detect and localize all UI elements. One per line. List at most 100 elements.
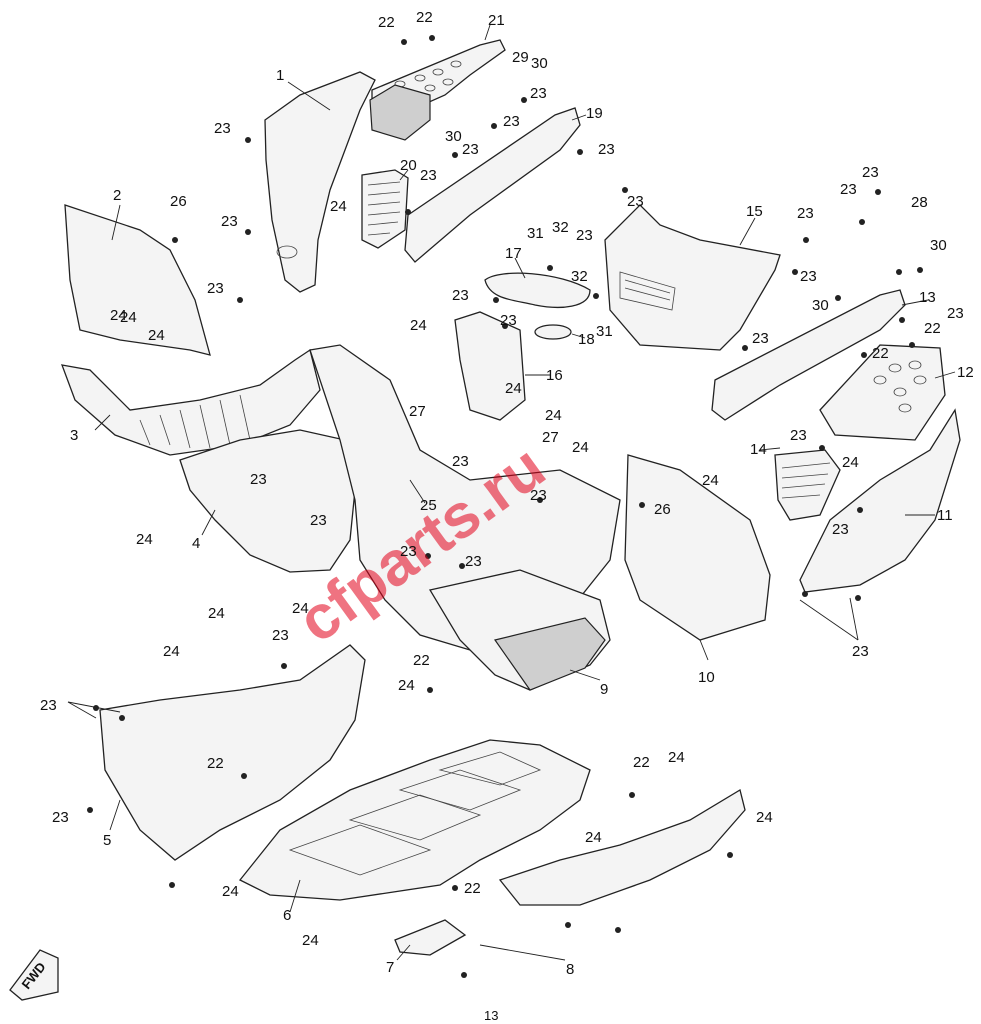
callout-24: 24: [410, 317, 427, 334]
callout-23: 23: [862, 164, 879, 181]
callout-23: 23: [452, 287, 469, 304]
callout-30: 30: [812, 297, 829, 314]
part-12-holes: [873, 360, 927, 413]
callout-4: 4: [192, 535, 200, 552]
callout-23: 23: [310, 512, 327, 529]
callout-12: 12: [957, 364, 974, 381]
part-1-front-panel: [264, 71, 376, 293]
part-4-left-fender: [179, 429, 356, 573]
part-9-tread: [494, 617, 606, 691]
callout-24: 24: [545, 407, 562, 424]
callout-23: 23: [576, 227, 593, 244]
part-5-left-skirt: [99, 644, 366, 861]
callout-17: 17: [505, 245, 522, 262]
part-2-left-panel: [64, 204, 211, 356]
callout-30: 30: [445, 128, 462, 145]
callout-23: 23: [250, 471, 267, 488]
callout-23: 23: [947, 305, 964, 322]
callout-23: 23: [832, 521, 849, 538]
callout-15: 15: [746, 203, 763, 220]
callout-24: 24: [330, 198, 347, 215]
callout-24: 24: [292, 600, 309, 617]
callout-3: 3: [70, 427, 78, 444]
part-17-ring: [484, 272, 591, 308]
callout-24: 24: [136, 531, 153, 548]
callout-24: 24: [756, 809, 773, 826]
callout-24: 24: [208, 605, 225, 622]
page-number: 13: [484, 1008, 498, 1023]
part-14-grille: [774, 449, 841, 521]
callout-23: 23: [420, 167, 437, 184]
callout-9: 9: [600, 681, 608, 698]
callout-23: 23: [221, 213, 238, 230]
callout-31: 31: [527, 225, 544, 242]
part-18-grommet: [534, 324, 572, 340]
callout-26: 26: [654, 501, 671, 518]
callout-24: 24: [398, 677, 415, 694]
part-14-slats: [781, 462, 831, 499]
callout-7: 7: [386, 959, 394, 976]
callout-24: 24: [572, 439, 589, 456]
callout-23: 23: [790, 427, 807, 444]
callout-2: 2: [113, 187, 121, 204]
callout-21: 21: [488, 12, 505, 29]
callout-27: 27: [409, 403, 426, 420]
callout-10: 10: [698, 669, 715, 686]
callout-23: 23: [530, 85, 547, 102]
callout-labels: 1 2 3 4 5 6 7 8 9 10 11 12 13 14 15 16 1…: [40, 9, 974, 978]
callout-24: 24: [163, 643, 180, 660]
part-3-ribs: [139, 394, 251, 449]
callout-24: 24: [120, 309, 137, 326]
callout-23: 23: [852, 643, 869, 660]
callout-23: 23: [452, 453, 469, 470]
part-3-left-side: [60, 348, 321, 456]
callout-24: 24: [302, 932, 319, 949]
callout-23: 23: [797, 205, 814, 222]
part-20-grille: [361, 169, 409, 249]
callout-23: 23: [503, 113, 520, 130]
part-8-right-skirt: [498, 788, 746, 906]
callout-23: 23: [40, 697, 57, 714]
callout-22: 22: [633, 754, 650, 771]
callout-5: 5: [103, 832, 111, 849]
part-15-vents: [619, 271, 676, 311]
callout-23: 23: [465, 553, 482, 570]
callout-28: 28: [911, 194, 928, 211]
callout-20: 20: [400, 157, 417, 174]
part-7-plate: [394, 919, 467, 956]
callout-24: 24: [668, 749, 685, 766]
callout-32: 32: [552, 219, 569, 236]
callout-23: 23: [752, 330, 769, 347]
callout-30: 30: [531, 55, 548, 72]
callout-27: 27: [542, 429, 559, 446]
callout-1: 1: [276, 67, 284, 84]
callout-23: 23: [214, 120, 231, 137]
callout-13: 13: [919, 289, 936, 306]
callout-24: 24: [110, 307, 127, 324]
callout-23: 23: [598, 141, 615, 158]
callout-22: 22: [207, 755, 224, 772]
callout-26: 26: [170, 193, 187, 210]
callout-22: 22: [413, 652, 430, 669]
callout-30: 30: [930, 237, 947, 254]
callout-6: 6: [283, 907, 291, 924]
callout-18: 18: [578, 331, 595, 348]
callout-29: 29: [512, 49, 529, 66]
parts-layer: [9, 39, 961, 1001]
callout-23: 23: [530, 487, 547, 504]
callout-22: 22: [872, 345, 889, 362]
part-19-rail: [404, 107, 581, 263]
part-1-dashpod: [369, 84, 431, 141]
fwd-arrow-icon: [9, 949, 59, 1001]
callout-24: 24: [222, 883, 239, 900]
callout-32: 32: [571, 268, 588, 285]
callout-16: 16: [546, 367, 563, 384]
callout-24: 24: [702, 472, 719, 489]
callout-24: 24: [585, 829, 602, 846]
callout-24: 24: [505, 380, 522, 397]
callout-24: 24: [148, 327, 165, 344]
callout-24: 24: [842, 454, 859, 471]
part-6-floor-pan: [238, 739, 591, 901]
callout-23: 23: [52, 809, 69, 826]
